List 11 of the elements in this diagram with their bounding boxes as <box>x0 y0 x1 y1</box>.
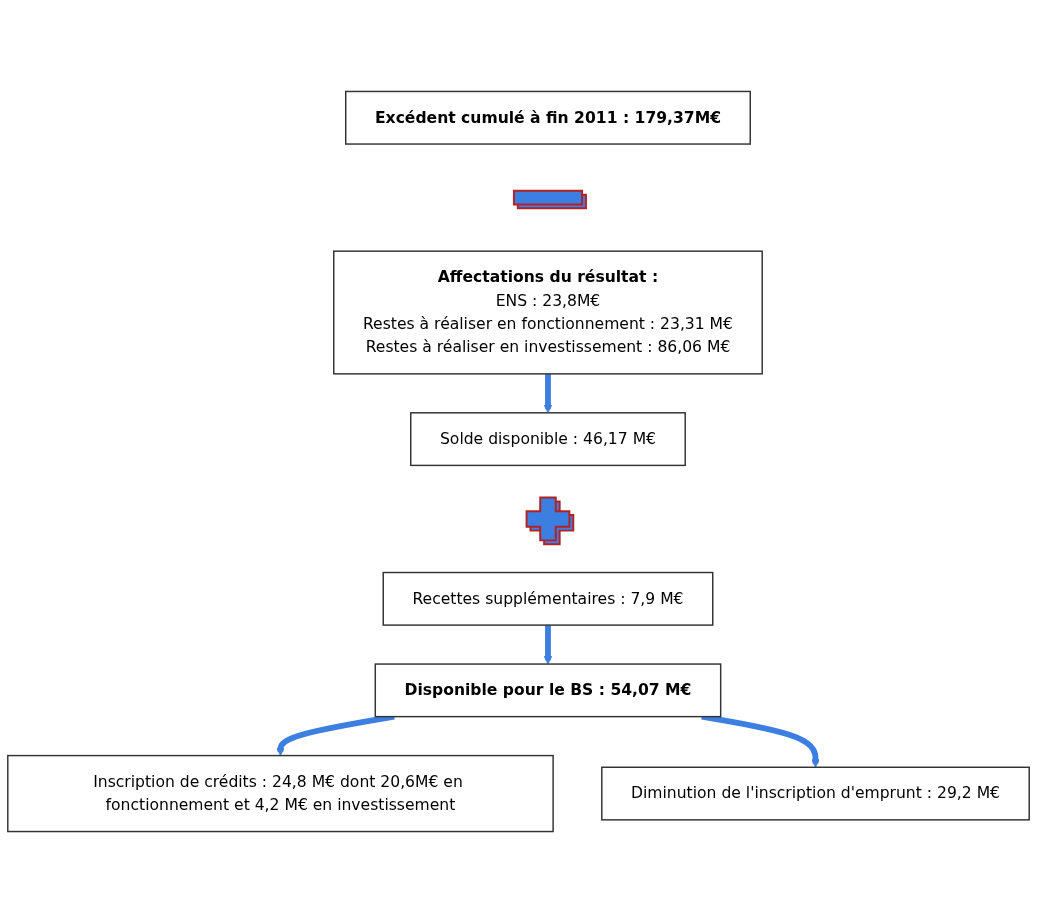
arrow <box>543 625 553 665</box>
plus-sign-icon <box>525 496 575 546</box>
minus-sign-icon <box>512 189 587 210</box>
text-box: Diminution de l'inscription d'emprunt : 29,2 M€ <box>601 766 1030 821</box>
text-box: Recettes supplémentaires : 7,9 M€ <box>382 571 714 626</box>
text-box: Solde disponible : 46,17 M€ <box>410 412 686 467</box>
text-box: Excédent cumulé à fin 2011 : 179,37M€ <box>345 90 751 145</box>
arrow <box>543 373 553 414</box>
text-box: Affectations du résultat : ENS : 23,8M€ Restes à réaliser en fonctionnement : 23,31 M€ Restes à réaliser en investissement : 86,06 M€ <box>333 250 763 375</box>
text-box: Inscription de crédits : 24,8 M€ dont 20,6M€ en fonctionnement et 4,2 M€ en investissement <box>7 754 554 833</box>
text-box: Disponible pour le BS : 54,07 M€ <box>374 663 722 718</box>
